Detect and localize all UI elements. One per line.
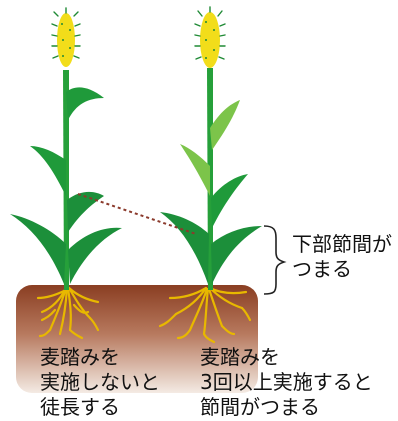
left-ear bbox=[51, 7, 81, 67]
caption-line: 徒長する bbox=[40, 395, 120, 419]
right-leaf bbox=[211, 174, 248, 228]
caption-line: 麦踏みを bbox=[40, 345, 120, 369]
caption-line: 実施しないと bbox=[40, 370, 160, 394]
right-ear bbox=[194, 6, 226, 68]
right-roots bbox=[158, 286, 252, 344]
left-leaf bbox=[66, 87, 104, 120]
annotation-line: 下部節間が bbox=[292, 232, 392, 256]
left-roots bbox=[36, 286, 100, 340]
node-comparison-dotted-line bbox=[77, 193, 197, 235]
right-plant bbox=[158, 6, 262, 344]
left-leaf bbox=[68, 227, 122, 284]
left-plant bbox=[10, 7, 122, 340]
right-leaf bbox=[180, 144, 210, 196]
right-plant-caption: 麦踏みを 3回以上実施すると 節間がつまる bbox=[200, 345, 373, 420]
caption-line: 麦踏みを bbox=[200, 345, 280, 369]
annotation-line: つまる bbox=[292, 257, 352, 281]
caption-line: 3回以上実施すると bbox=[200, 370, 373, 394]
left-leaf bbox=[67, 191, 104, 232]
curly-brace bbox=[263, 225, 287, 295]
internode-annotation: 下部節間が つまる bbox=[292, 232, 392, 282]
right-leaf bbox=[210, 100, 240, 150]
right-leaf bbox=[160, 212, 209, 284]
caption-line: 節間がつまる bbox=[200, 395, 320, 419]
left-leaf bbox=[30, 146, 66, 196]
left-plant-caption: 麦踏みを 実施しないと 徒長する bbox=[40, 345, 160, 420]
left-leaf bbox=[10, 214, 66, 284]
right-leaf bbox=[211, 226, 262, 284]
